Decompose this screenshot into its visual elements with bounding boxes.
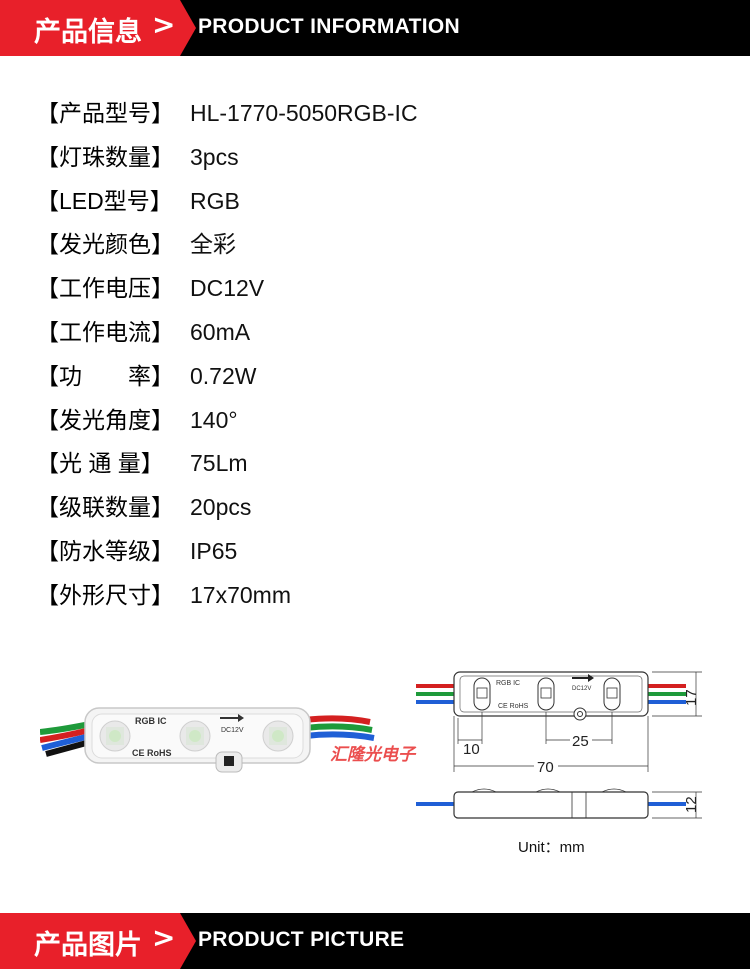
spec-label: 【发光颜色】 bbox=[36, 231, 174, 258]
spec-value: HL-1770-5050RGB-IC bbox=[190, 100, 418, 126]
spec-list: 【产品型号】 HL-1770-5050RGB-IC 【灯珠数量】 3pcs 【LED… bbox=[36, 92, 418, 618]
section-header-product-information: 产品信息 > PRODUCT INFORMATION bbox=[0, 0, 750, 56]
spec-row: 【发光角度】 140° bbox=[36, 399, 418, 443]
header-red-tab bbox=[0, 913, 196, 969]
spec-row: 【级联数量】 20pcs bbox=[36, 486, 418, 530]
led-module-photo: RGB IC DC12V CE RoHS 汇隆光电子 bbox=[40, 707, 417, 773]
drawing-label-rgbic: RGB IC bbox=[496, 680, 520, 687]
drawing-label-dc12v: DC12V bbox=[572, 686, 591, 692]
spec-row: 【防水等级】 IP65 bbox=[36, 530, 418, 574]
spec-value: 17x70mm bbox=[190, 581, 291, 608]
dim-pitch: 25 bbox=[572, 733, 589, 750]
spec-label: 【功 率】 bbox=[36, 362, 174, 389]
dim-length: 70 bbox=[537, 759, 554, 776]
header-cn-title: 产品图片 bbox=[34, 930, 142, 961]
spec-row: 【工作电流】 60mA bbox=[36, 311, 418, 355]
dim-thickness: 12 bbox=[683, 796, 700, 813]
chevron-right-icon: > bbox=[152, 921, 176, 954]
drawing-label-cerohs: CE RoHS bbox=[498, 703, 529, 710]
spec-value: 75Lm bbox=[190, 450, 248, 477]
spec-label: 【发光角度】 bbox=[36, 406, 174, 433]
header-red-tab bbox=[0, 0, 196, 56]
spec-label: 【光 通 量】 bbox=[36, 450, 164, 477]
spec-value: 140° bbox=[190, 406, 238, 433]
spec-row: 【产品型号】 HL-1770-5050RGB-IC bbox=[36, 92, 418, 136]
spec-value: 60mA bbox=[190, 318, 251, 345]
spec-label: 【防水等级】 bbox=[36, 537, 174, 564]
module-label-cerohs: CE RoHS bbox=[132, 748, 172, 758]
spec-value: RGB bbox=[190, 187, 240, 214]
spec-row: 【光 通 量】 75Lm bbox=[36, 442, 418, 486]
header-cn-title: 产品信息 bbox=[34, 17, 142, 48]
unit-label: Unit：mm bbox=[518, 839, 585, 856]
spec-value: IP65 bbox=[190, 537, 238, 564]
spec-label: 【工作电流】 bbox=[36, 318, 174, 345]
header-en-title: PRODUCT PICTURE bbox=[198, 928, 405, 951]
spec-label: 【工作电压】 bbox=[36, 275, 174, 302]
section-header-product-picture: 产品图片 > PRODUCT PICTURE bbox=[0, 913, 750, 969]
chevron-right-icon: > bbox=[152, 8, 176, 41]
spec-row: 【功 率】 0.72W bbox=[36, 355, 418, 399]
spec-row: 【灯珠数量】 3pcs bbox=[36, 136, 418, 180]
spec-value: 全彩 bbox=[190, 231, 236, 258]
module-label-rgbic: RGB IC bbox=[135, 716, 167, 726]
module-label-dc12v: DC12V bbox=[221, 727, 244, 734]
spec-label: 【产品型号】 bbox=[36, 100, 174, 126]
spec-row: 【工作电压】 DC12V bbox=[36, 267, 418, 311]
dim-pitch-left: 10 bbox=[463, 741, 480, 758]
spec-row: 【外形尺寸】 17x70mm bbox=[36, 574, 418, 618]
watermark-text: 汇隆光电子 bbox=[330, 745, 417, 765]
dimension-drawing: RGB IC DC12V CE RoHS 10 25 70 17 12 bbox=[416, 671, 702, 819]
spec-value: 20pcs bbox=[190, 494, 252, 521]
header-en-title: PRODUCT INFORMATION bbox=[198, 15, 460, 38]
spec-row: 【发光颜色】全彩 bbox=[36, 223, 418, 267]
dim-height: 17 bbox=[683, 689, 700, 706]
spec-value: 3pcs bbox=[190, 143, 239, 170]
spec-label: 【级联数量】 bbox=[36, 494, 174, 521]
spec-label: 【外形尺寸】 bbox=[36, 581, 174, 608]
spec-value: 0.72W bbox=[190, 362, 257, 389]
spec-label: 【灯珠数量】 bbox=[36, 143, 174, 170]
spec-value: DC12V bbox=[190, 275, 265, 302]
spec-label: 【LED型号】 bbox=[36, 187, 173, 214]
spec-row: 【LED型号】 RGB bbox=[36, 180, 418, 224]
